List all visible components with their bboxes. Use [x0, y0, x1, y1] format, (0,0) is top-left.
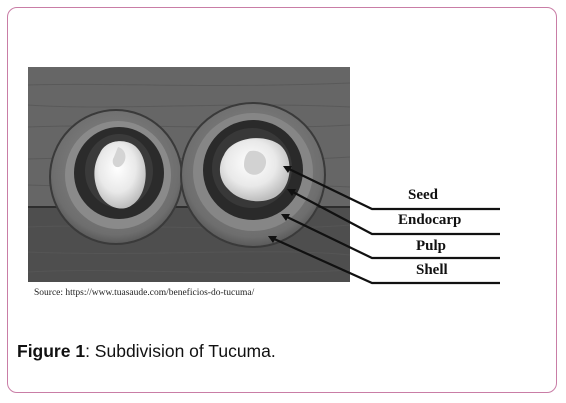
figure-caption: Figure 1: Subdivision of Tucuma. [17, 341, 276, 362]
label-pulp: Pulp [416, 238, 447, 254]
label-shell: Shell [416, 262, 448, 278]
tucuma-photo [28, 67, 350, 282]
label-endocarp: Endocarp [398, 212, 462, 228]
right-fruit-half [180, 102, 326, 248]
left-fruit-half [49, 109, 183, 245]
caption-text: : Subdivision of Tucuma. [85, 341, 276, 361]
left-seed [94, 141, 146, 209]
caption-label: Figure 1 [17, 341, 86, 361]
figure-source: Source: https://www.tuasaude.com/benefic… [34, 288, 255, 298]
label-seed: Seed [408, 187, 438, 203]
